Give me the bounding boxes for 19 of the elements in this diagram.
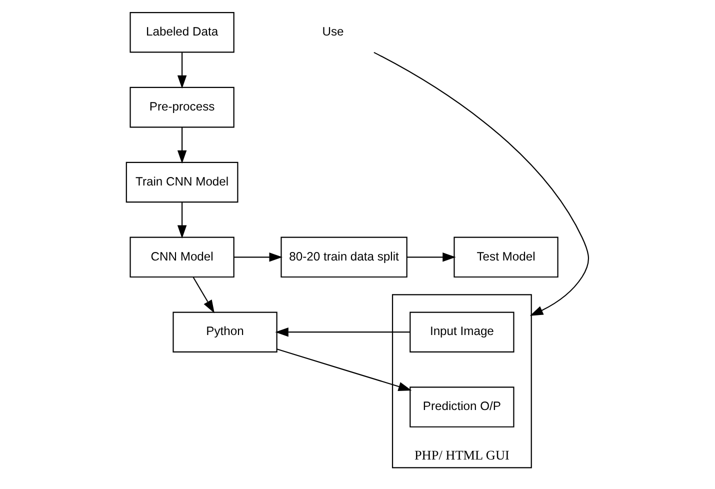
arrow (234, 252, 282, 262)
node-box: CNN Model (130, 236, 234, 278)
node-box: Input Image (410, 312, 514, 352)
node-box: Test Model (454, 236, 558, 278)
arrow (275, 327, 410, 337)
arrow (177, 202, 187, 238)
node-box: Prediction O/P (410, 386, 514, 428)
arrow (406, 252, 456, 262)
arrow (374, 52, 589, 316)
node-text: Use (322, 24, 344, 38)
node-box: Pre-process (130, 86, 234, 128)
arrow (177, 52, 187, 89)
node-box: 80-20 train data split (280, 236, 408, 278)
node-box: Labeled Data (130, 12, 234, 53)
node-box: Python (172, 312, 278, 352)
arrow (276, 348, 412, 392)
arrow (192, 277, 215, 314)
node-box: Train CNN Model (126, 162, 238, 203)
arrow (177, 128, 187, 164)
